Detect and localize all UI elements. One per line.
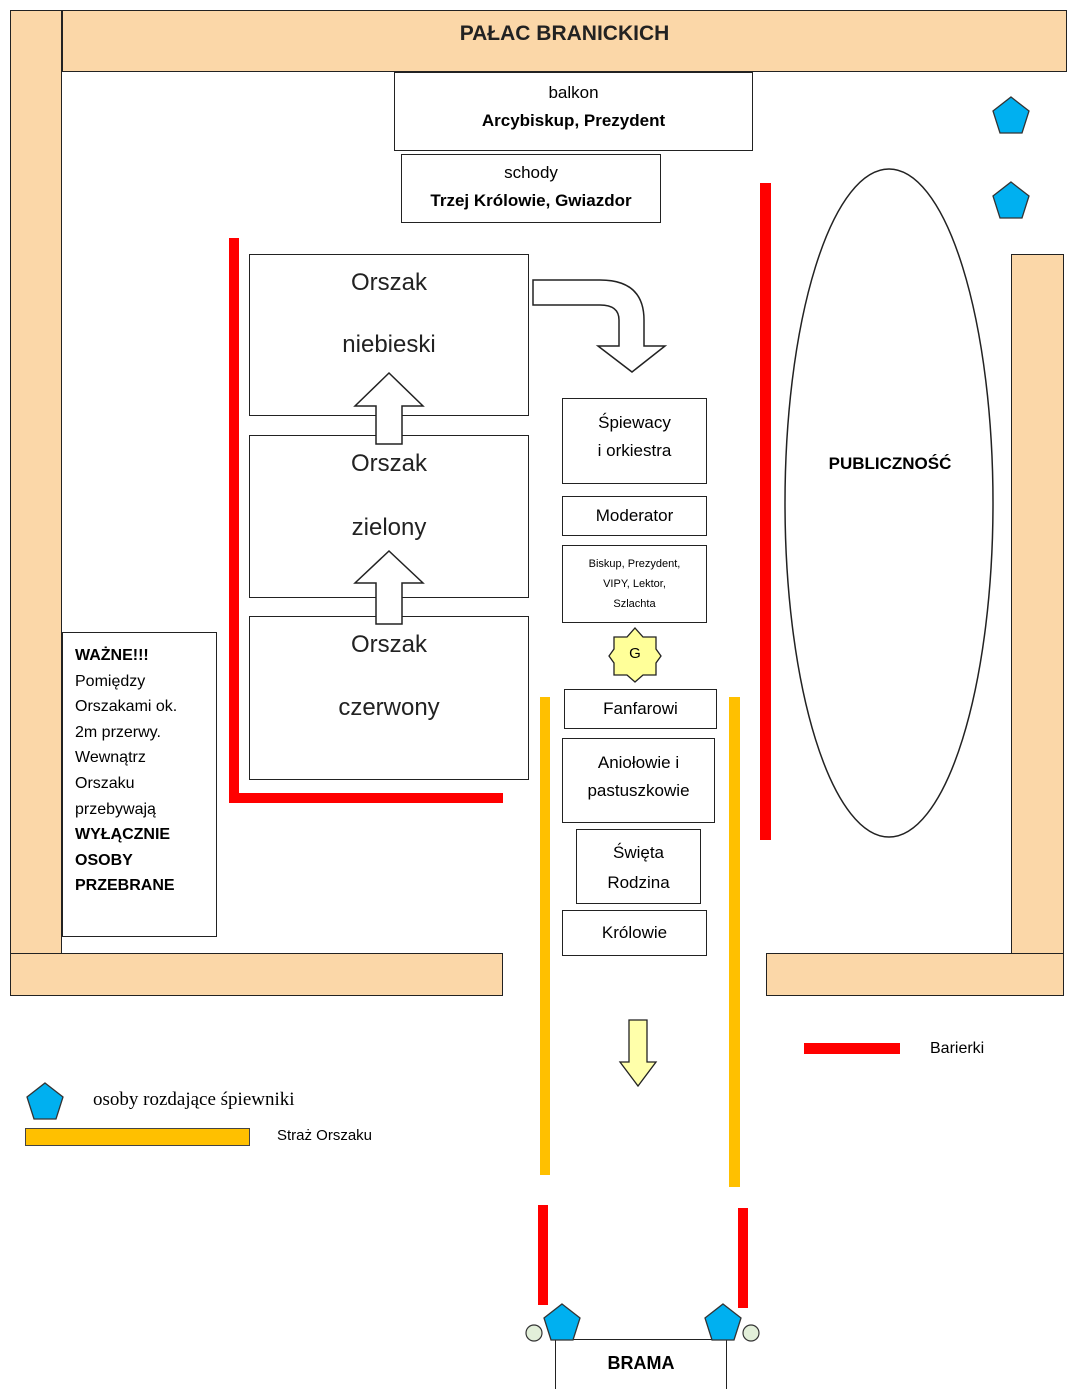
turn-arrow-icon bbox=[532, 279, 668, 373]
distributor-pentagon-icon bbox=[992, 181, 1030, 219]
wall-bottom-left bbox=[10, 953, 503, 996]
legend-guard-label: Straż Orszaku bbox=[277, 1127, 373, 1144]
procession-red-line2: czerwony bbox=[338, 694, 440, 721]
legend-barrier-label: Barierki bbox=[930, 1040, 985, 1057]
procession-red: Orszak czerwony bbox=[249, 616, 529, 780]
moderator-box: Moderator bbox=[562, 496, 707, 536]
vip-line2: VIPY, Lektor, bbox=[603, 578, 666, 590]
distributor-pentagon-icon bbox=[543, 1303, 581, 1341]
note-line: Orszaku bbox=[75, 774, 135, 792]
balcony-people: Arcybiskup, Prezydent bbox=[481, 111, 666, 130]
barrier-left-horizontal bbox=[229, 793, 503, 803]
holy-family-line2: Rodzina bbox=[607, 873, 670, 892]
note-heading: WAŻNE!!! bbox=[75, 647, 149, 664]
star-label: G bbox=[629, 645, 641, 662]
note-line: przebywają bbox=[75, 800, 156, 818]
angels-line2: pastuszkowie bbox=[587, 781, 690, 800]
legend-guard-swatch bbox=[25, 1128, 250, 1146]
vip-box: Biskup, Prezydent, VIPY, Lektor, Szlacht… bbox=[562, 545, 707, 623]
wall-bottom-right bbox=[766, 953, 1064, 996]
vip-line1: Biskup, Prezydent, bbox=[588, 558, 681, 570]
legend-barrier-swatch bbox=[804, 1043, 900, 1054]
singers-box: Śpiewacy i orkiestra bbox=[562, 398, 707, 484]
stairs-box: schody Trzej Królowie, Gwiazdor bbox=[401, 154, 661, 223]
angels-line1: Aniołowie i bbox=[597, 753, 680, 772]
wall-left bbox=[10, 10, 62, 954]
fanfare-label: Fanfarowi bbox=[603, 699, 678, 718]
note-line: Pomiędzy bbox=[75, 672, 146, 690]
star-icon bbox=[608, 627, 662, 683]
barrier-gate-left bbox=[538, 1205, 548, 1305]
note-bold-line: PRZEBRANE bbox=[75, 877, 175, 895]
note-line: Orszakami ok. bbox=[75, 698, 178, 716]
note-line: Wewnątrz bbox=[75, 749, 146, 767]
balcony-label: balkon bbox=[548, 83, 599, 102]
important-note: WAŻNE!!! Pomiędzy Orszakami ok. 2m przer… bbox=[62, 632, 217, 937]
balcony-box: balkon Arcybiskup, Prezydent bbox=[394, 72, 753, 151]
note-bold-line: WYŁĄCZNIE bbox=[75, 826, 171, 844]
barrier-gate-right bbox=[738, 1208, 748, 1308]
wall-top bbox=[62, 10, 1067, 72]
distributor-pentagon-icon bbox=[992, 96, 1030, 134]
procession-blue: Orszak niebieski bbox=[249, 254, 529, 416]
holy-family-line1: Święta bbox=[612, 843, 665, 862]
singers-line2: i orkiestra bbox=[597, 441, 672, 460]
note-bold-line: OSOBY bbox=[75, 851, 133, 869]
procession-red-line1: Orszak bbox=[350, 631, 427, 658]
gate-box: BRAMA bbox=[555, 1339, 727, 1389]
kings-label: Królowie bbox=[601, 923, 668, 942]
procession-green-line1: Orszak bbox=[350, 450, 427, 477]
procession-green-line2: zielony bbox=[351, 514, 427, 541]
arrow-up-icon bbox=[353, 549, 425, 625]
angels-box: Aniołowie i pastuszkowie bbox=[562, 738, 715, 823]
wall-right bbox=[1011, 254, 1064, 954]
guard-line-left bbox=[540, 697, 550, 1175]
distributor-pentagon-icon bbox=[704, 1303, 742, 1341]
guard-line-right bbox=[729, 697, 740, 1187]
audience-label: PUBLICZNOŚĆ bbox=[828, 454, 952, 473]
palace-title: PAŁAC BRANICKICH bbox=[459, 22, 670, 45]
vip-line3: Szlachta bbox=[613, 598, 656, 610]
procession-blue-line1: Orszak bbox=[350, 269, 427, 296]
gate-marker-circle bbox=[525, 1324, 543, 1342]
legend-distributor-label: osoby rozdające śpiewniki bbox=[93, 1089, 295, 1110]
stairs-people: Trzej Królowie, Gwiazdor bbox=[430, 191, 632, 210]
stairs-label: schody bbox=[504, 163, 558, 182]
barrier-left-vertical bbox=[229, 238, 239, 803]
gate-label: BRAMA bbox=[607, 1353, 675, 1373]
flow-down-arrow-icon bbox=[618, 1019, 658, 1088]
moderator-label: Moderator bbox=[595, 506, 674, 525]
barrier-right bbox=[760, 183, 771, 840]
audience-ellipse bbox=[784, 168, 994, 838]
gate-marker-circle bbox=[742, 1324, 760, 1342]
note-line: 2m przerwy. bbox=[75, 723, 161, 741]
arrow-up-icon bbox=[353, 371, 425, 445]
holy-family-box: Święta Rodzina bbox=[576, 829, 701, 904]
legend-distributor-icon bbox=[26, 1082, 64, 1120]
singers-line1: Śpiewacy bbox=[598, 413, 671, 432]
fanfare-box: Fanfarowi bbox=[564, 689, 717, 729]
kings-box: Królowie bbox=[562, 910, 707, 956]
procession-blue-line2: niebieski bbox=[342, 331, 436, 358]
